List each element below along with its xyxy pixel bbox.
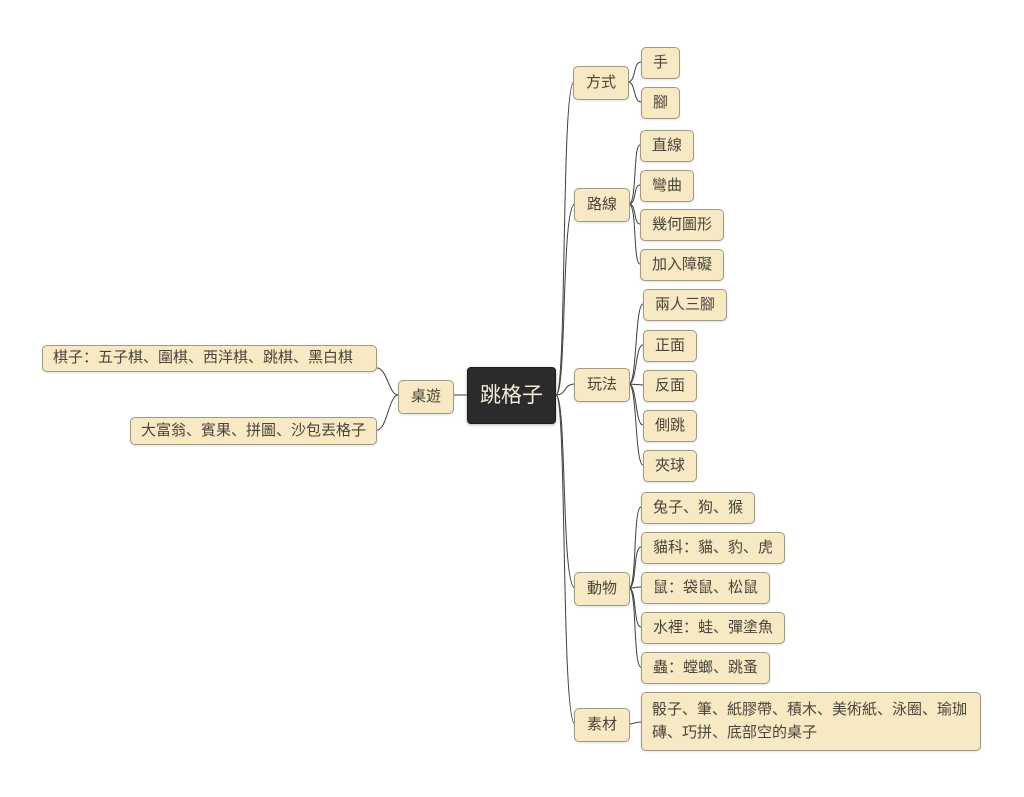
connector-play-front [628, 344, 644, 385]
connector-boardgames-chess [376, 367, 399, 396]
subtopic-hand[interactable]: 手 [641, 47, 681, 80]
topic-play[interactable]: 玩法 [574, 368, 631, 403]
subtopic-chess-pieces[interactable]: 棋子：五子棋、圍棋、西洋棋、跳棋、黑白棋 [42, 345, 377, 372]
subtopic-straight-line[interactable]: 直線 [640, 130, 695, 163]
subtopic-insects[interactable]: 蟲：螳螂、跳蚤 [641, 652, 771, 685]
subtopic-rodents[interactable]: 鼠：袋鼠、松鼠 [641, 572, 771, 605]
connector-root-route [555, 203, 576, 396]
connector-material-list [628, 721, 642, 725]
subtopic-rabbit-dog-monkey[interactable]: 兔子、狗、猴 [641, 492, 756, 525]
connector-animal-insect [628, 587, 642, 668]
connector-play-ball [628, 383, 644, 466]
subtopic-curve[interactable]: 彎曲 [640, 170, 695, 203]
topic-material[interactable]: 素材 [574, 708, 631, 743]
subtopic-side-jump[interactable]: 側跳 [643, 410, 698, 443]
topic-board-games[interactable]: 桌遊 [398, 380, 455, 415]
connector-root-material [555, 394, 576, 725]
topic-route[interactable]: 路線 [574, 188, 631, 223]
connector-route-obstacle [628, 203, 641, 265]
connector-root-play [555, 383, 576, 396]
connector-root-animal [555, 394, 576, 589]
connector-animal-feline [628, 546, 642, 589]
connector-play-back [628, 383, 644, 386]
subtopic-geometry[interactable]: 幾何圖形 [640, 209, 725, 242]
connector-animal-rodent [628, 586, 642, 589]
connector-method-hand [627, 61, 642, 83]
connector-route-geometry [628, 203, 641, 225]
connector-root-method [555, 81, 575, 396]
connector-route-straight [628, 144, 641, 205]
connector-play-threelegged [628, 303, 644, 385]
subtopic-water-animals[interactable]: 水裡：蛙、彈塗魚 [641, 612, 786, 645]
subtopic-felines[interactable]: 貓科：貓、豹、虎 [641, 532, 786, 565]
connector-boardgames-monopoly [376, 394, 399, 431]
subtopic-monopoly-bingo[interactable]: 大富翁、賓果、拼圖、沙包丟格子 [129, 417, 377, 446]
subtopic-three-legged[interactable]: 兩人三腳 [643, 289, 728, 322]
subtopic-front[interactable]: 正面 [643, 330, 698, 363]
subtopic-back[interactable]: 反面 [643, 370, 698, 403]
subtopic-obstacle[interactable]: 加入障礙 [640, 249, 725, 282]
subtopic-clamp-ball[interactable]: 夾球 [643, 450, 698, 483]
topic-animal[interactable]: 動物 [574, 572, 631, 607]
subtopic-foot[interactable]: 腳 [641, 87, 681, 120]
connector-route-curve [628, 184, 641, 205]
subtopic-materials-list[interactable]: 骰子、筆、紙膠帶、積木、美術紙、泳圈、瑜珈磚、巧拼、底部空的桌子 [641, 692, 981, 751]
connector-method-foot [627, 81, 642, 103]
central-topic[interactable]: 跳格子 [467, 367, 556, 424]
topic-method[interactable]: 方式 [573, 66, 630, 101]
